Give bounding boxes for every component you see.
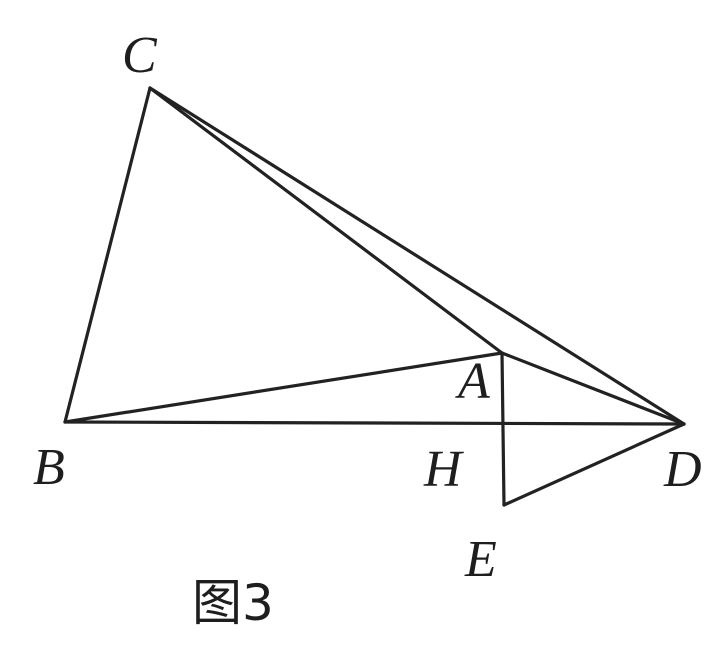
segment-BA: [63, 351, 504, 424]
label-point-A: A: [455, 353, 490, 410]
label-point-B: B: [33, 439, 65, 496]
segment-ED: [502, 422, 686, 507]
label-point-D: D: [663, 441, 702, 498]
segment-AD: [500, 351, 686, 426]
segment-BD: [63, 420, 686, 426]
figure-caption: 图3: [192, 574, 274, 632]
label-point-C: C: [122, 27, 158, 84]
label-point-E: E: [464, 531, 497, 588]
segment-CA: [148, 86, 504, 355]
segment-CD: [148, 86, 686, 426]
segment-CB: [63, 86, 152, 424]
segment-AE: [500, 351, 506, 507]
label-point-H: H: [423, 441, 464, 498]
